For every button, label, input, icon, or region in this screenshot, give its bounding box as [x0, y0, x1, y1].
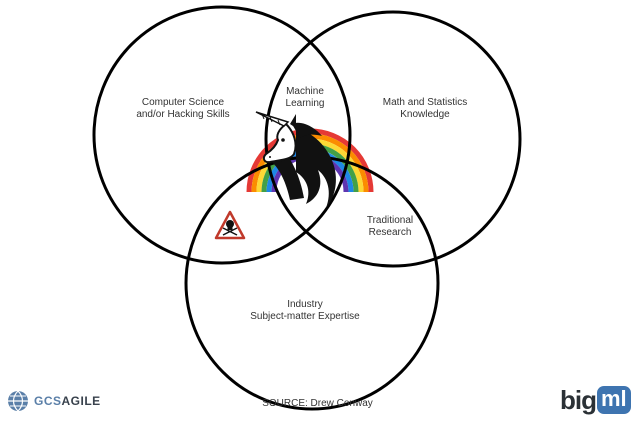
danger-skull-icon: [214, 210, 246, 240]
source-credit: SOURCE: Drew Conway: [262, 398, 373, 409]
bigml-wordmark-ml: ml: [597, 386, 631, 414]
bigml-wordmark-big: big: [560, 384, 597, 415]
label-traditional-research: Traditional Research: [366, 215, 414, 238]
label-machine-learning: Machine Learning: [285, 86, 325, 109]
circle-computer-science: [92, 5, 352, 265]
label-domain-expertise: Industry Subject-matter Expertise: [250, 299, 360, 322]
label-math-statistics: Math and Statistics Knowledge: [382, 97, 468, 120]
unicorn-icon: [255, 111, 336, 208]
gcs-agile-logo: GCSAGILE: [6, 388, 101, 414]
gcs-agile-wordmark: GCSAGILE: [34, 394, 101, 408]
circle-math-statistics: [264, 10, 522, 268]
label-computer-science: Computer Science and/or Hacking Skills: [136, 97, 230, 120]
globe-icon: [8, 390, 28, 412]
bigml-logo: big ml: [560, 384, 631, 416]
